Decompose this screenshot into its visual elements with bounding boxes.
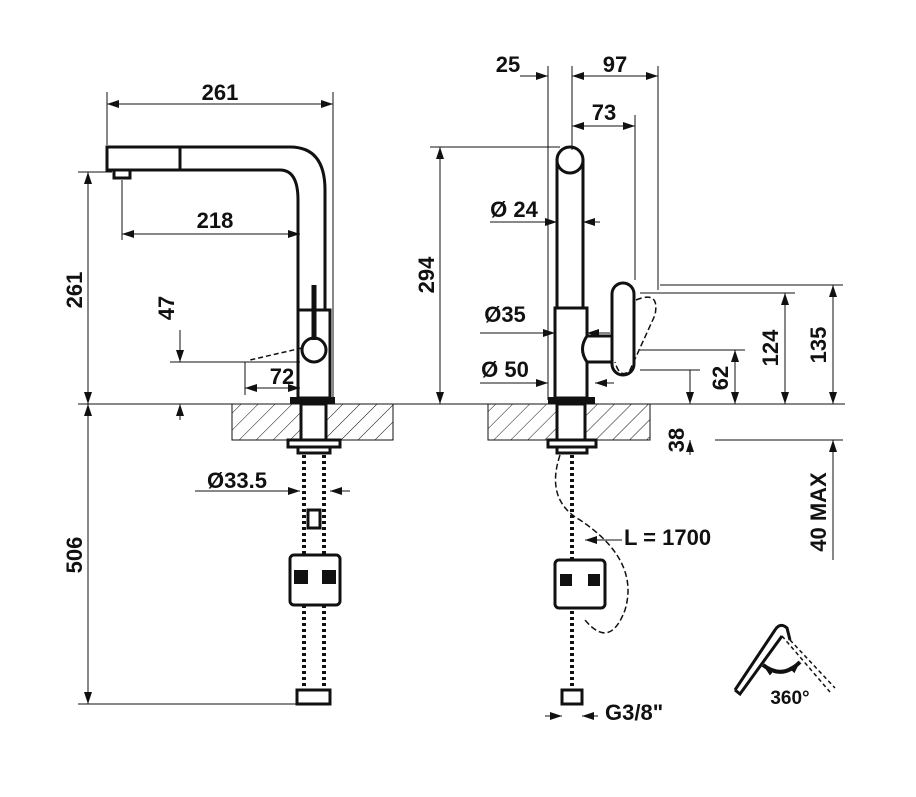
dim-135: 135: [806, 327, 831, 364]
dim-outlet-height: 47: [154, 296, 179, 320]
dim-hose-length: 506: [62, 537, 87, 574]
dim-base-diameter: Ø 50: [481, 357, 529, 382]
label-connection: G3/8": [605, 700, 663, 725]
dim-38: 38: [664, 428, 689, 452]
dim-spout-height: 261: [62, 272, 87, 309]
dim-97: 97: [603, 52, 627, 77]
dim-spout-length: 261: [202, 80, 239, 105]
dim-spout-reach: 218: [197, 208, 234, 233]
dim-body-diameter: Ø35: [484, 302, 526, 327]
dim-73: 73: [592, 100, 616, 125]
dim-124: 124: [758, 329, 783, 366]
side-dimension-lines: [78, 92, 350, 705]
rotation-icon: [733, 623, 836, 697]
side-view-faucet: [105, 145, 342, 706]
dim-62: 62: [708, 366, 733, 390]
dim-total-height: 294: [414, 256, 439, 293]
label-hose-length: L = 1700: [624, 525, 711, 550]
front-dimension-lines: [430, 66, 843, 720]
dim-25: 25: [496, 52, 520, 77]
dim-tube-diameter: Ø 24: [490, 197, 538, 222]
dim-shank-diameter: Ø33.5: [207, 468, 267, 493]
front-view-faucet: [546, 145, 657, 706]
label-rotation: 360°: [770, 688, 809, 709]
dim-40-max: 40 MAX: [806, 472, 831, 552]
dim-outlet-offset: 72: [270, 364, 294, 389]
